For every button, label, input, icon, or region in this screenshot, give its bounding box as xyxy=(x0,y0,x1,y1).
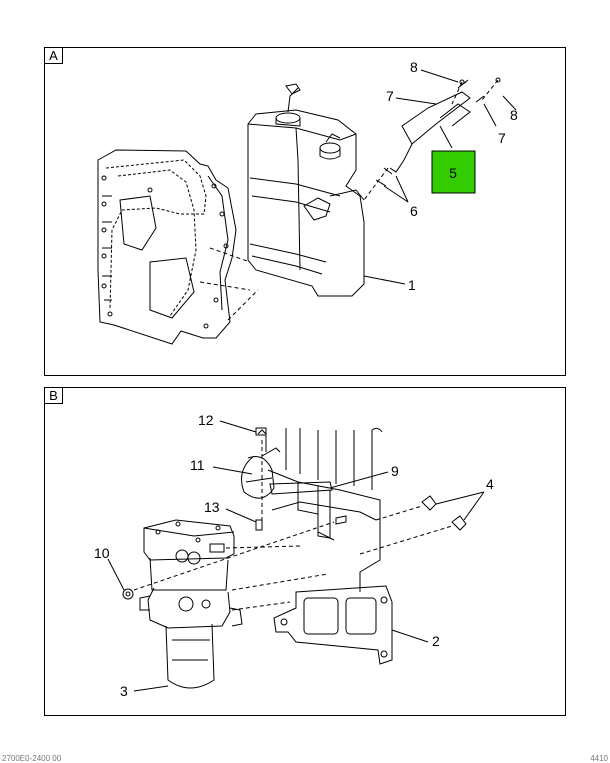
bolts-drawing xyxy=(421,495,467,531)
footer-page-code: 4410 xyxy=(590,754,608,763)
panel-b: B xyxy=(44,387,566,716)
callout-item-2: 2 xyxy=(432,633,440,649)
panel-a-assembly-lines xyxy=(199,79,499,321)
callout-item-10: 10 xyxy=(94,545,110,561)
callout-item-1: 1 xyxy=(408,277,416,293)
callout-item-6: 6 xyxy=(410,203,418,219)
mounting-bracket-drawing xyxy=(97,149,237,345)
fuel-tank-drawing xyxy=(247,83,365,297)
panel-b-leader-lines xyxy=(107,420,485,692)
fuel-filter-drawing xyxy=(122,519,243,689)
callout-item-8-right: 8 xyxy=(510,107,518,123)
callout-item-13: 13 xyxy=(204,499,220,515)
callout-item-7-left: 7 xyxy=(386,88,394,104)
callout-item-7-right: 7 xyxy=(498,130,506,146)
footer-figure-id: 2700E0-2400 00 xyxy=(2,754,62,763)
panel-a-tag: A xyxy=(45,48,63,64)
callout-item-3: 3 xyxy=(120,683,128,699)
panel-b-assembly-lines xyxy=(133,440,453,611)
callout-item-12: 12 xyxy=(198,412,214,428)
callout-item-9: 9 xyxy=(391,463,399,479)
panel-a: A xyxy=(44,47,566,376)
panel-b-tag: B xyxy=(45,388,63,404)
callout-item-4: 4 xyxy=(486,476,494,492)
clamp-bracket-drawing xyxy=(241,427,347,539)
panel-a-leader-lines xyxy=(363,69,517,285)
highlight-box-item-5 xyxy=(431,150,476,194)
callout-item-8-left: 8 xyxy=(410,59,418,75)
callout-item-5: 5 xyxy=(449,165,457,181)
callout-item-11: 11 xyxy=(190,457,205,473)
frame-plate-drawing xyxy=(267,427,393,665)
